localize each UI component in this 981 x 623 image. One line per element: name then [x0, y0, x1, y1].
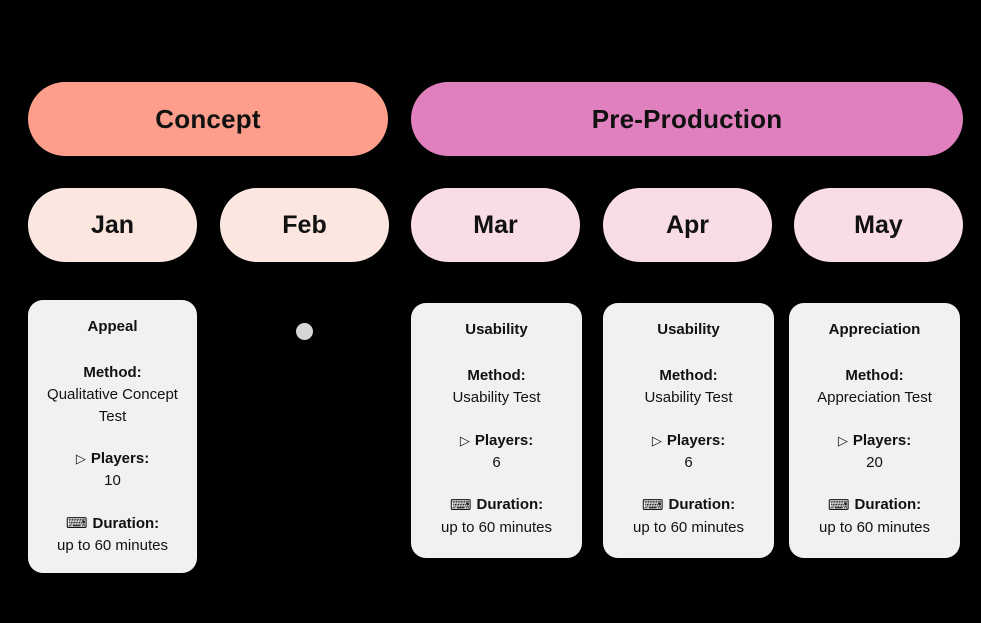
card-field-label-duration: ⌨ Duration:: [423, 495, 570, 515]
card-field-players: ▷ Players: 20: [801, 431, 948, 474]
play-triangle-icon: ▷: [459, 432, 470, 448]
card-field-method: Method: Qualitative Concept Test: [40, 363, 185, 427]
play-triangle-icon: ▷: [837, 432, 848, 448]
card-field-value-players: 6: [684, 454, 693, 472]
phase-label-concept: Concept: [155, 103, 261, 134]
card-field-label-players: ▷ Players:: [615, 431, 762, 451]
card-field-method: Method: Usability Test: [423, 366, 570, 409]
month-pill-jan[interactable]: Jan: [28, 188, 197, 262]
card-field-value-duration: up to 60 minutes: [633, 518, 744, 536]
card-field-label-players-text: Players:: [474, 431, 534, 449]
card-field-value-players: 20: [866, 454, 883, 472]
card-field-players: ▷ Players: 10: [40, 449, 185, 492]
play-triangle-icon: ▷: [75, 451, 86, 467]
play-triangle-icon: ▷: [651, 432, 662, 448]
month-label-jan: Jan: [90, 210, 135, 239]
card-field-label-duration: ⌨ Duration:: [40, 514, 185, 534]
card-field-duration: ⌨ Duration: up to 60 minutes: [801, 495, 948, 538]
card-field-label-duration: ⌨ Duration:: [801, 495, 948, 515]
card-field-method: Method: Appreciation Test: [801, 366, 948, 409]
card-title: Usability: [657, 321, 720, 338]
card-field-label-players: ▷ Players:: [40, 449, 185, 469]
card-field-label-players-text: Players:: [666, 431, 726, 449]
card-title: Usability: [465, 321, 528, 338]
card-field-label-duration-text: Duration:: [92, 514, 160, 532]
keyboard-icon: ⌨: [65, 514, 88, 532]
card-field-players: ▷ Players: 6: [615, 431, 762, 474]
phase-label-pre-production: Pre-Production: [591, 103, 783, 134]
card-field-label-players-text: Players:: [852, 431, 912, 449]
card-field-value-players: 6: [492, 454, 501, 472]
month-label-apr: Apr: [665, 210, 710, 239]
month-label-feb: Feb: [282, 210, 327, 239]
phase-pill-concept[interactable]: Concept: [28, 82, 388, 156]
research-card-appreciation-may[interactable]: Appreciation Method: Appreciation Test ▷…: [789, 303, 960, 558]
phase-row: Concept Pre-Production: [0, 82, 981, 156]
card-field-label-players: ▷ Players:: [801, 431, 948, 451]
card-title: Appeal: [87, 318, 138, 335]
research-card-usability-mar[interactable]: Usability Method: Usability Test ▷ Playe…: [411, 303, 582, 558]
month-pill-may[interactable]: May: [794, 188, 963, 262]
month-label-mar: Mar: [473, 210, 518, 239]
card-field-duration: ⌨ Duration: up to 60 minutes: [423, 495, 570, 538]
card-field-label-players: ▷ Players:: [423, 431, 570, 451]
card-field-value-players: 10: [104, 472, 121, 490]
keyboard-icon: ⌨: [641, 496, 664, 514]
research-card-appeal[interactable]: Appeal Method: Qualitative Concept Test …: [28, 300, 197, 573]
card-field-label-method: Method:: [845, 366, 904, 384]
month-pill-feb[interactable]: Feb: [220, 188, 389, 262]
card-field-value-duration: up to 60 minutes: [819, 518, 930, 536]
card-field-label-method: Method:: [467, 366, 526, 384]
month-label-may: May: [854, 210, 903, 239]
card-field-value-duration: up to 60 minutes: [441, 518, 552, 536]
card-field-label-duration: ⌨ Duration:: [615, 495, 762, 515]
card-field-label-duration-text: Duration:: [476, 496, 544, 514]
card-field-label-duration-text: Duration:: [854, 496, 922, 514]
card-field-value-method: Usability Test: [452, 389, 541, 407]
card-field-value-duration: up to 60 minutes: [57, 537, 168, 555]
card-field-duration: ⌨ Duration: up to 60 minutes: [615, 495, 762, 538]
card-title: Appreciation: [828, 321, 921, 338]
card-field-players: ▷ Players: 6: [423, 431, 570, 474]
card-field-label-method: Method:: [659, 366, 718, 384]
keyboard-icon: ⌨: [449, 496, 472, 514]
keyboard-icon: ⌨: [827, 496, 850, 514]
card-field-duration: ⌨ Duration: up to 60 minutes: [40, 514, 185, 557]
research-card-usability-apr[interactable]: Usability Method: Usability Test ▷ Playe…: [603, 303, 774, 558]
card-field-value-method: Usability Test: [644, 389, 733, 407]
phase-pill-pre-production[interactable]: Pre-Production: [411, 82, 963, 156]
card-field-value-method: Appreciation Test: [817, 389, 932, 407]
card-field-label-method: Method:: [83, 363, 142, 381]
feb-dot-marker: [296, 323, 313, 340]
month-row: Jan Feb Mar Apr May: [0, 188, 981, 262]
card-field-value-method: Qualitative Concept Test: [47, 386, 178, 425]
month-pill-mar[interactable]: Mar: [411, 188, 580, 262]
card-field-method: Method: Usability Test: [615, 366, 762, 409]
card-field-label-players-text: Players:: [90, 449, 150, 467]
card-field-label-duration-text: Duration:: [668, 496, 736, 514]
month-pill-apr[interactable]: Apr: [603, 188, 772, 262]
